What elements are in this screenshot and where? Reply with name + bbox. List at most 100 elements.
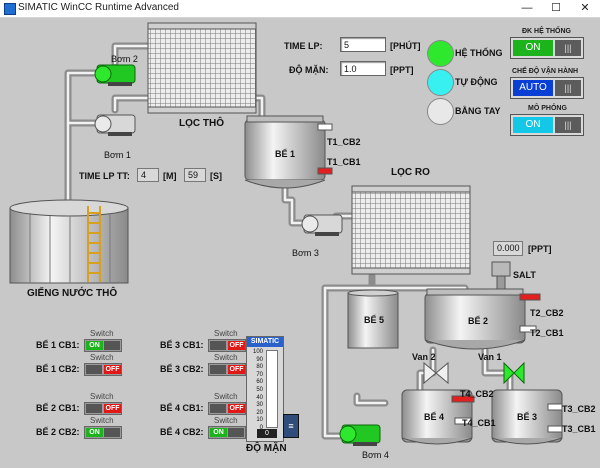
- pump-4: [339, 424, 381, 446]
- switch-caption: Switch: [90, 353, 114, 362]
- time-lp-unit: [PHÚT]: [390, 41, 421, 51]
- switch-state: OFF: [228, 365, 245, 374]
- operation-mode-caption: CHẾ ĐỘ VẬN HÀNH: [512, 68, 579, 75]
- time-lp-tt-min-unit: [M]: [163, 171, 177, 181]
- salinity-unit: [PPT]: [390, 65, 414, 75]
- tank-2-label: BỂ 2: [468, 316, 489, 326]
- ro-filter-label: LỌC RO: [391, 167, 430, 178]
- tank-5-label: BỂ 5: [364, 315, 385, 325]
- window-title: SIMATIC WinCC Runtime Advanced: [18, 2, 179, 13]
- pump-3: [301, 214, 343, 236]
- switch-caption: Switch: [214, 416, 238, 425]
- system-control-state: ON: [513, 40, 553, 56]
- valve-1: [503, 361, 525, 385]
- hmi-screen: Bơm 2 Bơm 1 LỌC THÔ LỌC RO GIẾNG NƯỚC TH…: [0, 18, 600, 468]
- toggle-grip-icon: |||: [555, 80, 581, 96]
- switch-label: BỂ 4 CB1:: [160, 403, 204, 413]
- pump-3-label: Bơm 3: [292, 248, 319, 258]
- switch-state: OFF: [228, 341, 245, 350]
- sensor-switch[interactable]: ON: [208, 426, 246, 439]
- sensor-switch[interactable]: ON: [84, 426, 122, 439]
- sensor-switch[interactable]: OFF: [208, 339, 246, 352]
- switch-knob-icon: [104, 428, 120, 437]
- switch-state: OFF: [228, 404, 245, 413]
- switch-state: OFF: [104, 404, 121, 413]
- raw-filter: [147, 22, 257, 114]
- sensor-switch[interactable]: OFF: [208, 363, 246, 376]
- slider-tick-label: 50: [256, 387, 263, 393]
- system-indicator-label: HỆ THỐNG: [455, 48, 503, 58]
- t2-cb2-label: T2_CB2: [530, 308, 564, 318]
- switch-knob-icon: [210, 365, 226, 374]
- switch-knob-icon: [210, 341, 226, 350]
- switch-label: BỂ 4 CB2:: [160, 427, 204, 437]
- tank-1-label: BỂ 1: [275, 149, 296, 159]
- ro-filter: [351, 185, 471, 275]
- slider-tick-label: 80: [256, 364, 263, 371]
- switch-caption: Switch: [90, 416, 114, 425]
- switch-label: BỂ 3 CB1:: [160, 340, 204, 350]
- salinity-input[interactable]: 1.0: [340, 61, 386, 76]
- switch-caption: Switch: [90, 392, 114, 401]
- slider-tick-label: 10: [256, 417, 263, 424]
- operation-mode-state: AUTO: [513, 80, 553, 96]
- time-lp-input[interactable]: 5: [340, 37, 386, 52]
- t1-cb1-label: T1_CB1: [327, 157, 361, 167]
- slider-label: ĐỘ MẶN: [246, 443, 287, 454]
- simulation-toggle[interactable]: ON |||: [510, 114, 584, 136]
- auto-indicator-label: TỰ ĐỘNG: [455, 77, 498, 87]
- slider-brand: SIMATIC: [247, 337, 283, 347]
- auto-indicator-lamp: [427, 69, 454, 96]
- switch-label: BỂ 2 CB2:: [36, 427, 80, 437]
- slider-tick-label: 0: [259, 425, 263, 431]
- minimize-button[interactable]: —: [521, 2, 533, 14]
- sensor-switch[interactable]: OFF: [84, 402, 122, 415]
- t3-cb2-label: T3_CB2: [562, 404, 596, 414]
- time-lp-tt-sec-unit: [S]: [210, 171, 222, 181]
- switch-label: BỂ 1 CB2:: [36, 364, 80, 374]
- slider-stepper-icon[interactable]: ≡: [283, 414, 299, 438]
- switch-caption: Switch: [90, 329, 114, 338]
- sensor-switch[interactable]: ON: [84, 339, 122, 352]
- operation-mode-toggle[interactable]: AUTO |||: [510, 77, 584, 99]
- manual-indicator-lamp: [427, 98, 454, 125]
- pump-2-label: Bơm 2: [111, 54, 138, 64]
- toggle-grip-icon: |||: [555, 40, 581, 56]
- manual-indicator-label: BẰNG TAY: [455, 106, 501, 116]
- close-button[interactable]: ✕: [580, 2, 590, 14]
- wincc-app-icon: [4, 3, 16, 15]
- maximize-button[interactable]: ☐: [551, 2, 561, 14]
- sensor-switch[interactable]: OFF: [208, 402, 246, 415]
- slider-tick-label: 40: [256, 394, 263, 401]
- level-sensors: [317, 123, 563, 433]
- slider-tick-label: 70: [256, 371, 263, 378]
- switch-knob-icon: [86, 404, 102, 413]
- simulation-caption: MÔ PHỎNG: [528, 105, 567, 112]
- switch-knob-icon: [210, 404, 226, 413]
- switch-caption: Switch: [214, 392, 238, 401]
- pump-4-label: Bơm 4: [362, 450, 389, 460]
- system-indicator-lamp: [427, 40, 454, 67]
- sensor-switch[interactable]: OFF: [84, 363, 122, 376]
- pump-1-label: Bơm 1: [104, 150, 131, 160]
- switch-state: ON: [86, 428, 103, 437]
- tank-2: [424, 288, 526, 350]
- salt-doser: [491, 261, 511, 290]
- well-label: GIẾNG NƯỚC THÔ: [27, 288, 118, 299]
- salt-unit: [PPT]: [528, 244, 552, 254]
- slider-tick-label: 60: [256, 379, 263, 386]
- tank-5: [347, 289, 399, 349]
- simulation-state: ON: [513, 117, 553, 133]
- switch-knob-icon: [228, 428, 244, 437]
- switch-knob-icon: [104, 341, 120, 350]
- toggle-grip-icon: |||: [555, 117, 581, 133]
- valve-1-label: Van 1: [478, 352, 502, 362]
- time-lp-label: TIME LP:: [284, 41, 323, 51]
- switch-label: BỂ 2 CB1:: [36, 403, 80, 413]
- switch-state: OFF: [104, 365, 121, 374]
- system-control-toggle[interactable]: ON |||: [510, 37, 584, 59]
- slider-value: 0: [257, 429, 277, 438]
- slider-tick-label: 20: [256, 409, 263, 416]
